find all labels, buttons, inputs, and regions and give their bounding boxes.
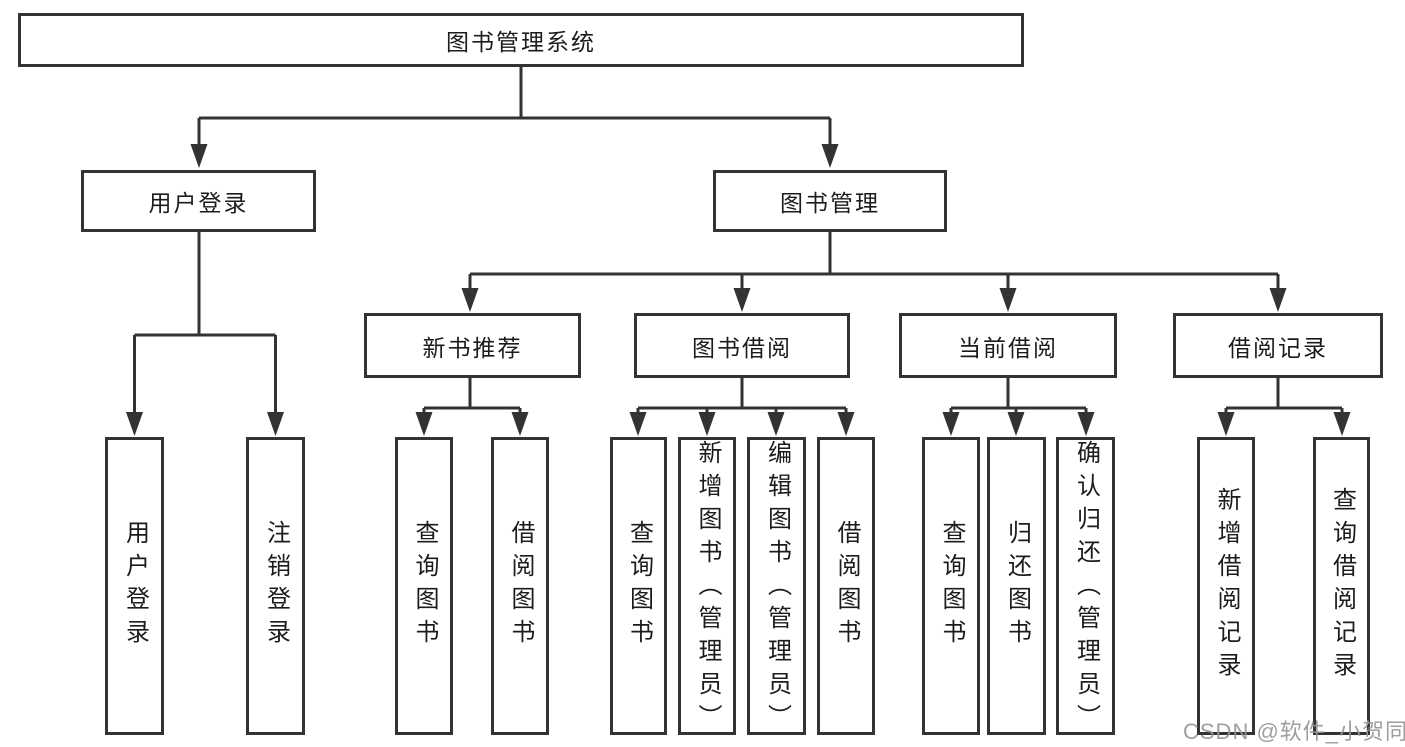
node-book-management-label: 图书管理 [780, 190, 880, 216]
connector-current-borrow-children [942, 378, 1095, 436]
leaf-user-login-label: 用户登录 [121, 520, 149, 652]
connector-borrow-records-children [1217, 378, 1351, 436]
leaf-query-books-current-label: 查询图书 [938, 520, 965, 652]
node-new-book-recommend: 新书推荐 [364, 313, 581, 378]
leaf-return-books: 归还图书 [987, 437, 1046, 735]
node-user-login: 用户登录 [81, 170, 316, 232]
leaf-return-books-label: 归还图书 [1003, 520, 1031, 652]
node-borrow-records: 借阅记录 [1173, 313, 1383, 378]
csdn-watermark: CSDN @软件_小贺同学 [1183, 719, 1405, 744]
leaf-edit-books-admin-label: 编辑图书（管理员） [763, 440, 791, 737]
leaf-query-books-current: 查询图书 [922, 437, 980, 735]
node-book-borrow: 图书借阅 [634, 313, 850, 378]
leaf-query-books-borrow: 查询图书 [610, 437, 667, 735]
connector-book-management-children [461, 232, 1287, 312]
leaf-add-books-admin: 新增图书（管理员） [678, 437, 736, 737]
node-borrow-records-label: 借阅记录 [1228, 334, 1328, 361]
node-user-login-label: 用户登录 [148, 190, 249, 216]
leaf-borrow-books-label: 借阅图书 [833, 520, 860, 652]
leaf-user-login: 用户登录 [105, 437, 164, 735]
leaf-logout-login-label: 注销登录 [262, 520, 290, 652]
connector-user-login-children [126, 232, 284, 436]
leaf-confirm-return-admin: 确认归还（管理员） [1056, 437, 1115, 737]
leaf-query-books-borrow-label: 查询图书 [625, 520, 653, 652]
leaf-borrow-books-recommend: 借阅图书 [491, 437, 549, 735]
leaf-add-books-admin-label: 新增图书（管理员） [694, 440, 721, 737]
connector-root-to-level2 [190, 67, 839, 168]
node-new-book-recommend-label: 新书推荐 [422, 334, 523, 361]
leaf-add-borrow-record-label: 新增借阅记录 [1213, 487, 1240, 685]
node-current-borrow-label: 当前借阅 [958, 334, 1058, 361]
leaf-confirm-return-admin-label: 确认归还（管理员） [1072, 440, 1100, 737]
node-root-system: 图书管理系统 [18, 13, 1024, 67]
leaf-query-borrow-record: 查询借阅记录 [1313, 437, 1370, 735]
node-book-borrow-label: 图书借阅 [692, 334, 792, 361]
node-book-management: 图书管理 [713, 170, 947, 232]
leaf-query-books-recommend: 查询图书 [395, 437, 453, 735]
node-root-label: 图书管理系统 [446, 29, 596, 55]
leaf-edit-books-admin: 编辑图书（管理员） [747, 437, 806, 737]
leaf-borrow-books: 借阅图书 [817, 437, 875, 735]
leaf-borrow-books-recommend-label: 借阅图书 [507, 520, 534, 652]
node-current-borrow: 当前借阅 [899, 313, 1117, 378]
leaf-query-books-recommend-label: 查询图书 [411, 520, 438, 652]
connector-book-borrow-children [629, 378, 855, 436]
connector-new-book-recommend-children [415, 378, 529, 436]
leaf-add-borrow-record: 新增借阅记录 [1197, 437, 1255, 735]
leaf-query-borrow-record-label: 查询借阅记录 [1328, 487, 1356, 685]
leaf-logout-login: 注销登录 [246, 437, 305, 735]
